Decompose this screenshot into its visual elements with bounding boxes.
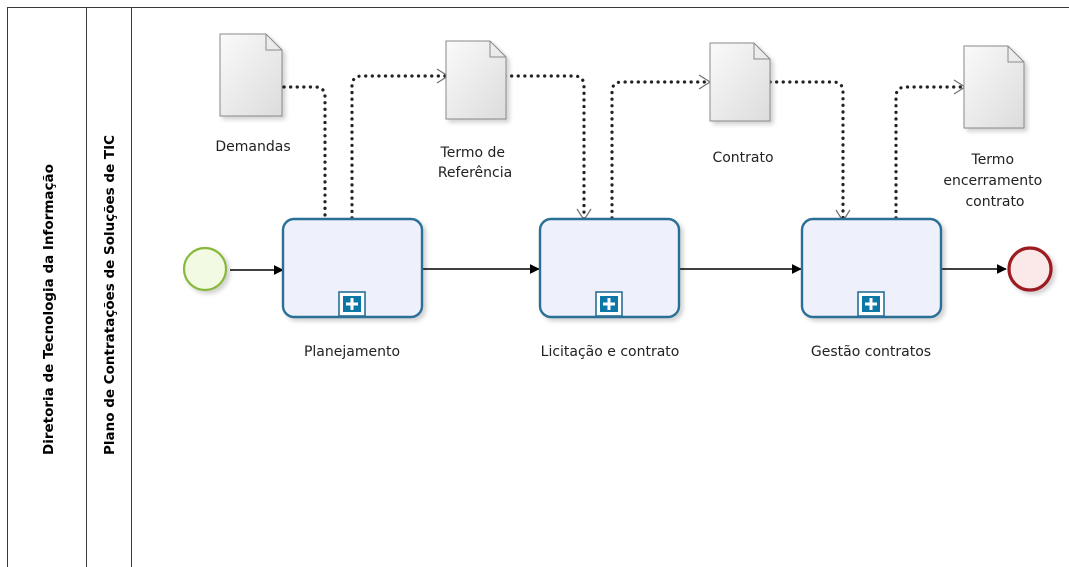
document-label-termo-referencia: Termo de Referência bbox=[438, 145, 512, 181]
document-label-termo-encerramento: Termo encerramento contrato bbox=[943, 152, 1046, 210]
association-gestao-termo-encerramento bbox=[894, 85, 966, 220]
association-planejamento-termo-referencia bbox=[350, 74, 449, 220]
lane-label: Plano de Contratações de Soluções de TIC bbox=[102, 135, 118, 455]
end-event-circle[interactable] bbox=[1007, 246, 1053, 292]
association-licitacao-contrato bbox=[610, 80, 711, 220]
start-event-circle[interactable] bbox=[182, 246, 228, 292]
plus-icon[interactable] bbox=[338, 291, 366, 317]
document-icon[interactable] bbox=[445, 40, 507, 120]
document-label-contrato: Contrato bbox=[712, 150, 773, 166]
document-icon[interactable] bbox=[709, 42, 771, 122]
pool-frame bbox=[7, 7, 1069, 567]
association-contrato-gestao bbox=[768, 80, 845, 222]
pool-label: Diretoria de Tecnologia da Informação bbox=[41, 164, 57, 455]
task-gestao-contratos[interactable] bbox=[800, 217, 943, 319]
association-demandas-planejamento bbox=[282, 85, 327, 220]
document-icon[interactable] bbox=[963, 45, 1025, 129]
task-label-licitacao: Licitação e contrato bbox=[541, 344, 680, 360]
association-termo-referencia-licitacao bbox=[503, 74, 586, 221]
association-arrowheads bbox=[436, 68, 967, 223]
plus-icon[interactable] bbox=[595, 291, 623, 317]
task-planejamento[interactable] bbox=[281, 217, 424, 319]
task-label-gestao: Gestão contratos bbox=[811, 344, 931, 360]
document-label-demandas: Demandas bbox=[215, 139, 290, 155]
data-associations bbox=[282, 74, 966, 222]
document-icon[interactable] bbox=[219, 33, 283, 117]
sequence-flows bbox=[230, 264, 1007, 275]
plus-icon[interactable] bbox=[857, 291, 885, 317]
task-licitacao-contrato[interactable] bbox=[538, 217, 681, 319]
task-label-planejamento: Planejamento bbox=[304, 344, 400, 360]
